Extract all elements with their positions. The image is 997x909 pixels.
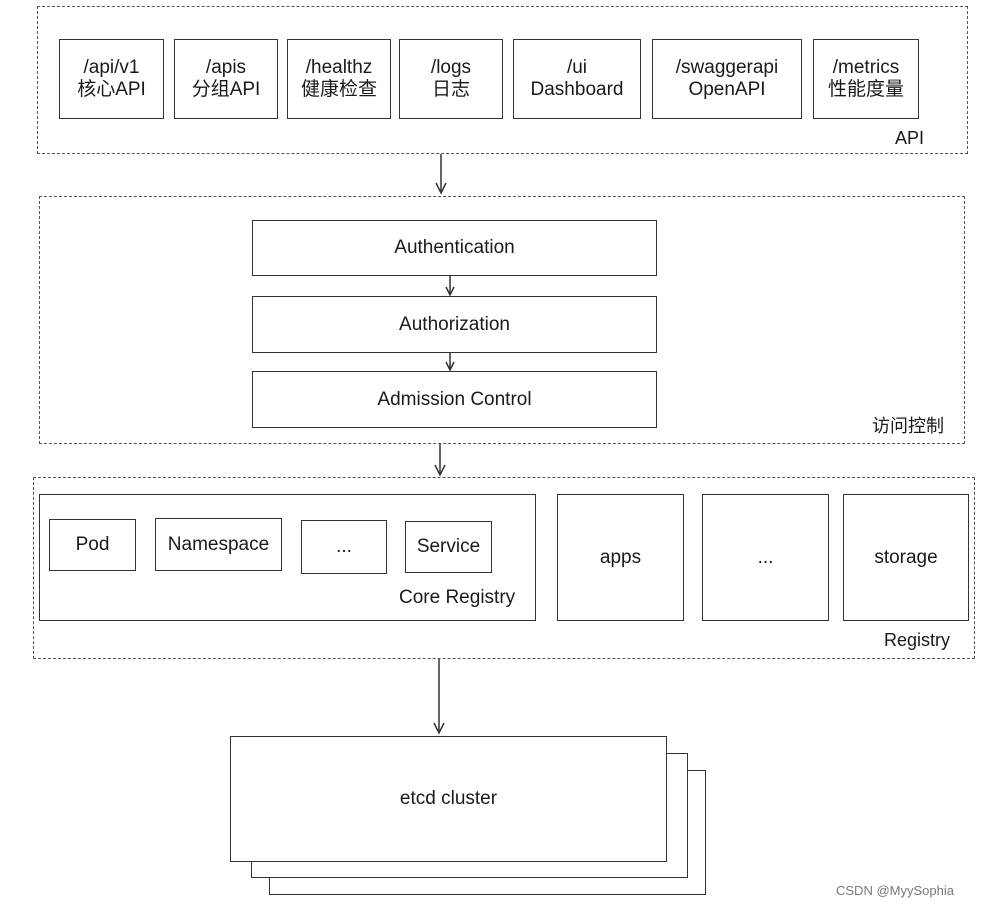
arrowhead-api-to-access	[435, 182, 447, 195]
core-item-pod: Pod	[49, 519, 136, 571]
core-item-namespace: Namespace	[155, 518, 282, 571]
core-item-label: Pod	[75, 534, 110, 555]
endpoint-path: /metrics	[832, 57, 900, 78]
endpoint-desc: 性能度量	[827, 79, 904, 100]
etcd-cluster-box: etcd cluster	[230, 736, 667, 862]
endpoint-api-v1: /api/v1 核心API	[59, 39, 164, 119]
endpoint-desc: 核心API	[77, 79, 146, 100]
endpoint-path: /swaggerapi	[675, 57, 779, 78]
core-item-label: Service	[416, 536, 481, 557]
endpoint-path: /apis	[205, 57, 247, 78]
registry-group-apps: apps	[557, 494, 684, 621]
arrowhead-access-to-registry	[434, 464, 446, 477]
core-registry-label: Core Registry	[399, 587, 516, 608]
api-group	[37, 6, 968, 154]
registry-group-ellipsis: ...	[702, 494, 829, 621]
arrowhead-registry-to-etcd	[433, 722, 445, 735]
registry-label: Registry	[884, 630, 951, 650]
access-control-label: 访问控制	[872, 416, 944, 436]
admission-control-box: Admission Control	[252, 371, 657, 428]
endpoint-path: /api/v1	[83, 57, 140, 78]
endpoint-path: /healthz	[305, 57, 373, 78]
core-item-service: Service	[405, 521, 492, 573]
access-control-group	[39, 196, 965, 444]
authorization-box: Authorization	[252, 296, 657, 353]
arrowhead-authz-to-admission	[445, 361, 455, 372]
registry-group-label: storage	[874, 546, 938, 568]
arrowhead-authn-to-authz	[445, 286, 455, 297]
registry-group-label: apps	[599, 546, 642, 568]
endpoint-desc: OpenAPI	[688, 79, 766, 100]
endpoint-desc: Dashboard	[530, 79, 624, 100]
etcd-cluster-label: etcd cluster	[399, 788, 498, 809]
api-group-label: API	[895, 128, 925, 148]
core-item-ellipsis: ...	[301, 520, 387, 574]
authentication-label: Authentication	[394, 237, 515, 258]
registry-group-label: ...	[757, 546, 774, 568]
endpoint-ui: /ui Dashboard	[513, 39, 641, 119]
endpoint-path: /ui	[566, 57, 588, 78]
endpoint-swaggerapi: /swaggerapi OpenAPI	[652, 39, 802, 119]
endpoint-path: /logs	[430, 57, 472, 78]
endpoint-healthz: /healthz 健康检查	[287, 39, 391, 119]
core-registry-box	[39, 494, 536, 621]
endpoint-metrics: /metrics 性能度量	[813, 39, 919, 119]
watermark: CSDN @MyySophia	[836, 883, 954, 898]
authorization-label: Authorization	[399, 313, 510, 335]
registry-group	[33, 477, 975, 659]
admission-control-label: Admission Control	[377, 388, 532, 410]
authentication-box: Authentication	[252, 220, 657, 276]
core-item-label: ...	[336, 536, 352, 557]
endpoint-logs: /logs 日志	[399, 39, 503, 119]
endpoint-apis: /apis 分组API	[174, 39, 278, 119]
endpoint-desc: 健康检查	[300, 79, 377, 100]
core-item-label: Namespace	[167, 533, 270, 555]
endpoint-desc: 分组API	[191, 79, 261, 100]
endpoint-desc: 日志	[431, 79, 470, 100]
registry-group-storage: storage	[843, 494, 969, 621]
